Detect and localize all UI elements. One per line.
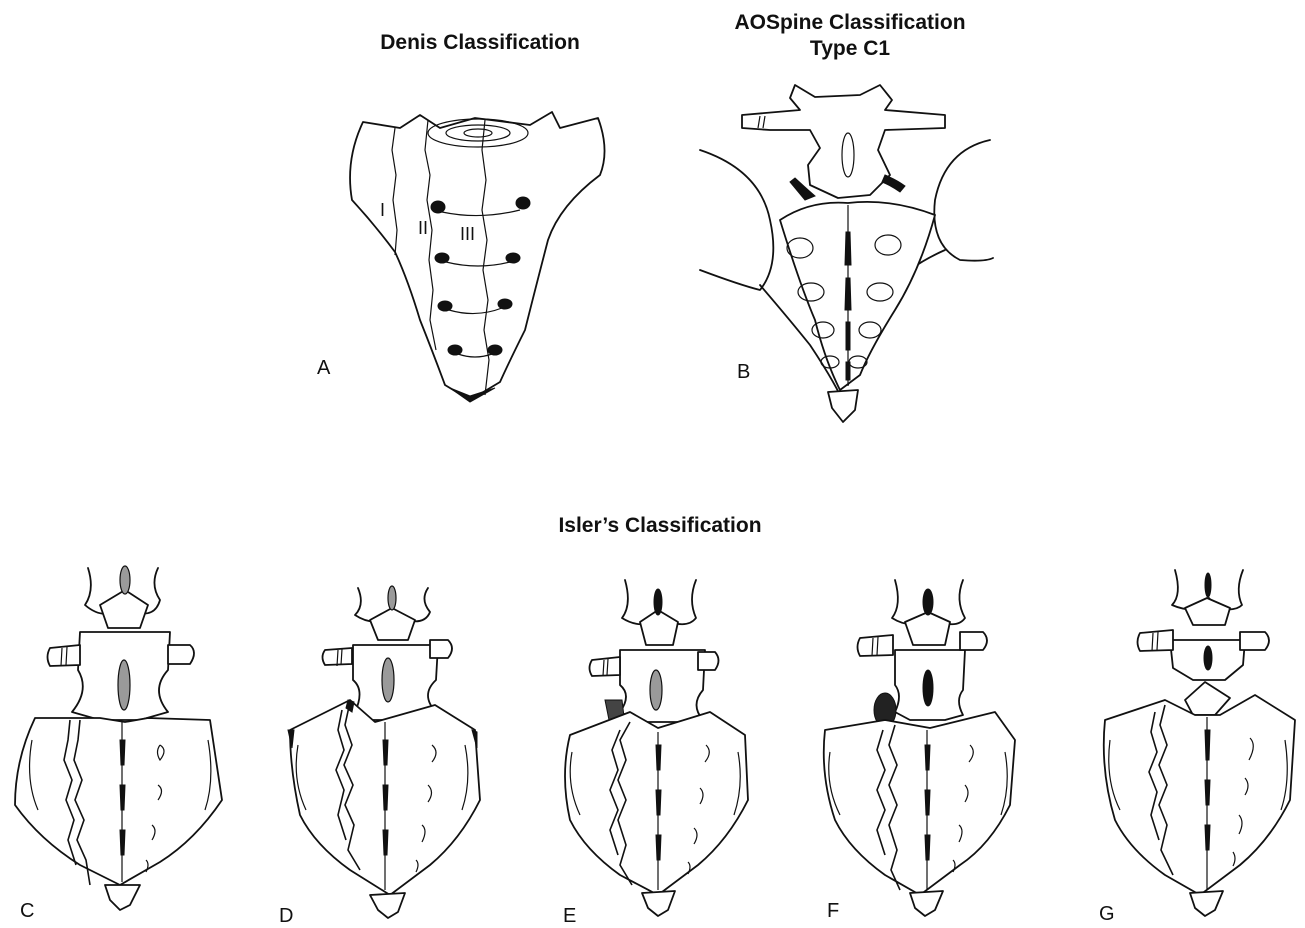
isler-type-d-drawing — [288, 586, 480, 918]
zone-iii-label: III — [460, 224, 475, 245]
isler-type-f-drawing — [824, 580, 1015, 916]
panel-label-f: F — [827, 900, 839, 923]
panel-label-d: D — [279, 905, 293, 928]
denis-sacrum-drawing — [350, 112, 605, 402]
panel-label-e: E — [563, 905, 576, 928]
zone-ii-label: II — [418, 218, 428, 239]
isler-type-e-drawing — [565, 580, 748, 916]
sacral-foramina — [431, 197, 530, 357]
panel-label-b: B — [737, 361, 750, 384]
isler-type-g-drawing — [1104, 570, 1295, 916]
zone-i-label: I — [380, 200, 385, 221]
isler-type-c-drawing — [15, 566, 222, 910]
panel-label-c: C — [20, 900, 34, 923]
panel-label-g: G — [1099, 903, 1115, 926]
panel-label-a: A — [317, 357, 330, 380]
